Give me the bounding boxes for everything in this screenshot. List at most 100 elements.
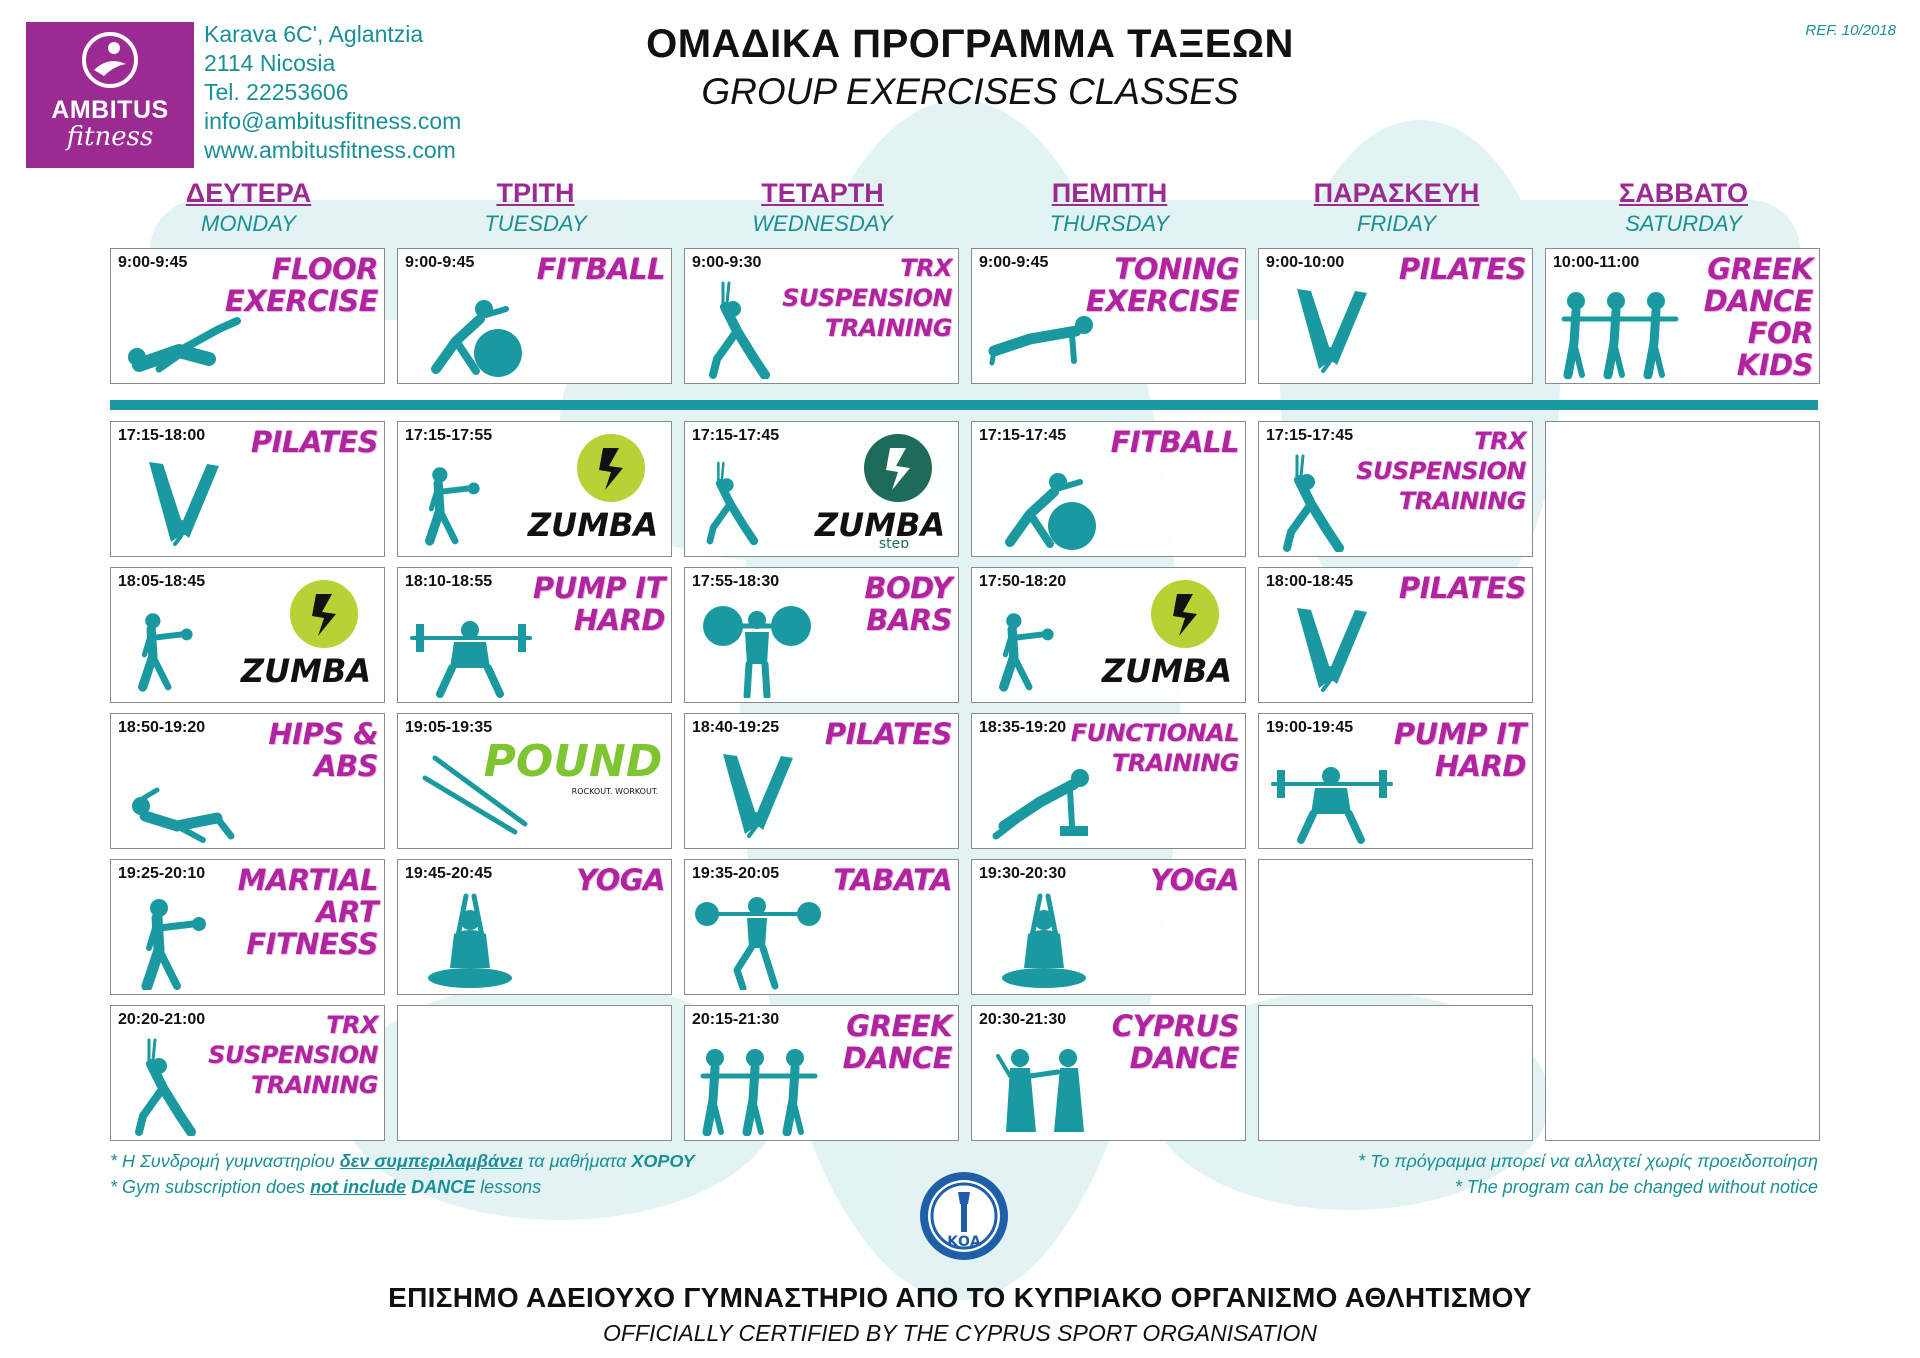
day-name-greek: ΔΕΥΤΕΡΑ (185, 178, 312, 208)
day-name-greek: ΣΑΒΒΑΤΟ (1619, 178, 1748, 208)
website-link[interactable]: www.ambitusfitness.com (204, 137, 456, 163)
class-time: 17:15-17:45 (979, 427, 1067, 444)
day-name-english: WEDNESDAY (752, 211, 893, 236)
zumba-wordmark: ZUMBA (527, 506, 658, 544)
trx-icon (709, 281, 770, 379)
note-emphasis: ΧΟΡΟΥ (631, 1151, 695, 1171)
pound-tagline: ROCKOUT. WORKOUT. (572, 787, 659, 796)
floor-exercise-icon (128, 317, 241, 373)
note-emphasis: not include (310, 1177, 407, 1197)
fitball-icon (431, 300, 522, 377)
pilates-icon (149, 462, 219, 546)
logo-figure-icon (82, 32, 138, 88)
boxing-icon (999, 613, 1054, 692)
class-time: 9:00-9:45 (405, 254, 475, 271)
class-cell[interactable]: 18:05-18:45 ZUMBA (110, 567, 385, 703)
certification-greek: ΕΠΙΣΗΜΟ ΑΔΕΙΟΥΧΟ ΓΥΜΝΑΣΤΗΡΙΟ ΑΠΟ ΤΟ ΚΥΠΡ… (388, 1282, 1532, 1313)
day-header-wednesday: ΤΕΤΑΡΤΗ WEDNESDAY (684, 178, 961, 237)
logo-brand-text: AMBITUS (51, 96, 169, 124)
day-header-friday: ΠΑΡΑΣΚΕΥΗ FRIDAY (1258, 178, 1535, 237)
class-time: 20:20-21:00 (118, 1011, 206, 1028)
trx-icon (135, 1038, 196, 1136)
class-cell[interactable]: 17:15-17:55 ZUMBA (397, 421, 672, 557)
boxing-icon (425, 467, 480, 546)
class-name: PUMP IT HARD (532, 571, 666, 637)
functional-icon (992, 769, 1089, 840)
class-cell[interactable]: 17:55-18:30 BODY BARS (684, 567, 959, 703)
koa-seal-icon: ΚΟΑ (920, 1172, 1008, 1260)
class-time: 17:55-18:30 (692, 573, 780, 590)
note-dance-greek: * Η Συνδρομή γυμναστηρίου δεν συμπεριλαμ… (110, 1148, 695, 1174)
empty-cell (397, 1005, 672, 1141)
class-name: BODY BARS (864, 571, 952, 637)
pound-wordmark: POUND (484, 736, 663, 787)
email-link[interactable]: info@ambitusfitness.com (204, 108, 462, 134)
ambitus-logo[interactable]: AMBITUS fitness (26, 22, 194, 168)
morning-evening-divider (110, 400, 1818, 410)
zumba-wordmark: ZUMBA (814, 506, 945, 544)
class-time: 18:40-19:25 (692, 719, 780, 736)
class-cell[interactable]: 17:15-18:00 PILATES (110, 421, 385, 557)
note-change-greek: * Το πρόγραμμα μπορεί να αλλαχτεί χωρίς … (1358, 1151, 1818, 1171)
zumba-step-logo: ZUMBA step (814, 434, 945, 548)
class-time: 18:05-18:45 (118, 573, 206, 590)
class-time: 17:15-17:45 (692, 427, 780, 444)
reference-code: REF. 10/2018 (1805, 22, 1896, 39)
pilates-icon (1297, 608, 1367, 692)
class-name: YOGA (576, 863, 665, 897)
class-cell[interactable]: 19:05-19:35 POUND ROCKOUT. WORKOUT. (397, 713, 672, 849)
barbell-lunge-icon (695, 897, 821, 990)
class-time: 18:50-19:20 (118, 719, 206, 736)
class-cell[interactable]: 17:15-17:45 ZUMBA step (684, 421, 959, 557)
class-name: FITBALL (1110, 425, 1240, 459)
class-cell[interactable]: 17:50-18:20 ZUMBA (971, 567, 1246, 703)
page-title-block: ΟΜΑΔΙΚΑ ΠΡΟΓΡΑΜΜΑ ΤΑΞΕΩΝ GROUP EXERCISES… (560, 22, 1380, 113)
day-name-english: SATURDAY (1625, 211, 1742, 236)
note-change-english: * The program can be changed without not… (1454, 1177, 1818, 1197)
phone[interactable]: Tel. 22253606 (204, 79, 349, 105)
day-header-tuesday: ΤΡΙΤΗ TUESDAY (397, 178, 674, 237)
class-name: FLOOR EXERCISE (224, 252, 379, 318)
saturday-evening-empty (1545, 421, 1820, 1141)
trx-icon (706, 461, 759, 546)
class-name: PILATES (250, 425, 379, 459)
day-header-monday: ΔΕΥΤΕΡΑ MONDAY (110, 178, 387, 237)
yoga-icon (1002, 893, 1086, 988)
class-name: FUNCTIONAL TRAINING (1070, 719, 1240, 777)
boxing-icon (138, 613, 193, 692)
pilates-icon (723, 754, 793, 838)
boxing-icon (141, 899, 206, 990)
seal-text: ΚΟΑ (947, 1234, 981, 1250)
class-cell[interactable]: 17:15-17:45 FITBALL (971, 421, 1246, 557)
yoga-icon (428, 893, 512, 988)
class-time: 17:15-18:00 (118, 427, 206, 444)
day-name-english: THURSDAY (1049, 211, 1170, 236)
zumba-logo: ZUMBA (240, 580, 371, 690)
dance-icon (700, 1049, 818, 1136)
note-dance-english: * Gym subscription does not include DANC… (110, 1174, 541, 1200)
day-header-saturday: ΣΑΒΒΑΤΟ SATURDAY (1545, 178, 1822, 237)
page-title-greek: ΟΜΑΔΙΚΑ ΠΡΟΓΡΑΜΜΑ ΤΑΞΕΩΝ (646, 22, 1294, 66)
zumba-step-label: step (879, 536, 909, 548)
class-name: TRX SUSPENSION TRAINING (782, 254, 952, 342)
